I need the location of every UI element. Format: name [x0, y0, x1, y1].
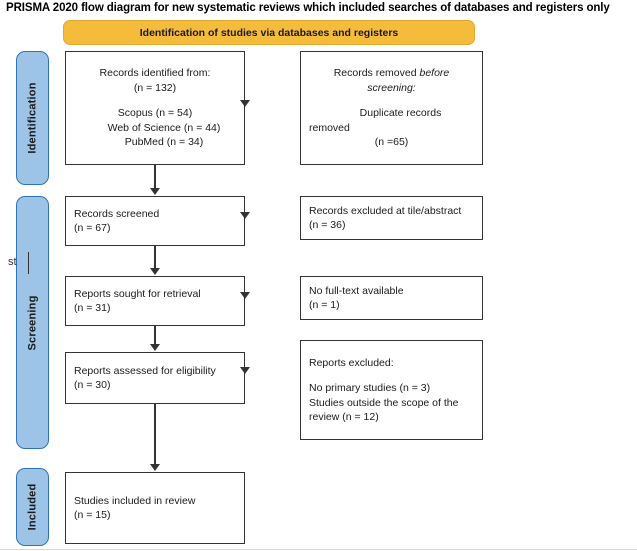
reports-excluded-heading: Reports excluded:	[309, 356, 394, 369]
records-identified-heading: Records identified from:	[99, 67, 211, 80]
box-records-removed: Records removed before screening: Duplic…	[300, 51, 483, 165]
no-full-text-count: (n = 1)	[309, 299, 340, 311]
records-excluded-label: Records excluded at tile/abstract	[309, 204, 462, 217]
box-studies-included: Studies included in review (n = 15)	[65, 472, 245, 544]
box-reports-excluded: Reports excluded: No primary studies (n …	[300, 340, 483, 440]
box-records-excluded: Records excluded at tile/abstract (n = 3…	[300, 196, 483, 240]
box-no-full-text: No full-text available (n = 1)	[300, 276, 483, 320]
records-removed-detail-cont: removed	[309, 121, 350, 134]
reports-assessed-count: (n = 30)	[74, 379, 111, 391]
records-identified-source-1: Web of Science (n = 44)	[107, 121, 221, 134]
banner-label: Identification of studies via databases …	[139, 26, 399, 39]
reports-sought-count: (n = 31)	[74, 302, 111, 314]
studies-included-label: Studies included in review	[74, 494, 196, 507]
arrowhead-assessed	[150, 344, 160, 351]
arrowhead-no-full-text	[240, 292, 250, 299]
arrowhead-reports-excluded	[240, 367, 250, 374]
reports-excluded-reason-2: review (n = 12)	[309, 411, 379, 423]
text-caret	[28, 252, 30, 274]
records-identified-count: (n = 132)	[133, 81, 177, 94]
arrowhead-removed	[240, 100, 250, 107]
records-screened-label: Records screened	[74, 207, 160, 220]
stray-text-artifact: st	[8, 256, 17, 268]
reports-sought-label: Reports sought for retrieval	[74, 287, 201, 300]
arrowhead-records-excluded	[240, 212, 250, 219]
identification-banner: Identification of studies via databases …	[63, 20, 475, 45]
connector-screened-to-sought	[154, 246, 156, 269]
bottom-divider	[0, 549, 637, 550]
stage-label-screening: Screening	[16, 196, 49, 449]
records-removed-heading: Records removed before screening:	[309, 66, 474, 95]
connector-assessed-to-included	[154, 404, 156, 465]
no-full-text-label: No full-text available	[309, 284, 404, 297]
stage-label-identification-text: Identification	[26, 82, 39, 154]
stage-label-screening-text: Screening	[26, 295, 39, 350]
stage-label-identification: Identification	[16, 51, 49, 185]
records-removed-count: (n =65)	[374, 136, 409, 149]
box-reports-assessed: Reports assessed for eligibility (n = 30…	[65, 352, 245, 404]
connector-identified-to-screened	[154, 165, 156, 189]
stage-label-included-text: Included	[26, 483, 39, 531]
arrowhead-sought	[150, 268, 160, 275]
box-reports-sought: Reports sought for retrieval (n = 31)	[65, 276, 245, 326]
box-records-screened: Records screened (n = 67)	[65, 196, 245, 246]
reports-assessed-label: Reports assessed for eligibility	[74, 364, 216, 377]
arrowhead-screened	[150, 188, 160, 195]
records-excluded-count: (n = 36)	[309, 219, 346, 231]
reports-excluded-reason-1: Studies outside the scope of the	[309, 396, 459, 409]
spacer	[309, 370, 474, 381]
records-screened-count: (n = 67)	[74, 222, 111, 234]
records-removed-heading-italic: before screening:	[367, 67, 453, 94]
records-removed-heading-prefix: Records removed	[333, 67, 420, 80]
arrowhead-included	[150, 464, 160, 471]
records-removed-detail: Duplicate records	[359, 107, 442, 120]
reports-excluded-reason-0: No primary studies (n = 3)	[309, 382, 431, 394]
box-records-identified: Records identified from: (n = 132) Scopu…	[65, 51, 245, 165]
records-identified-source-2: PubMed (n = 34)	[124, 136, 204, 149]
connector-sought-to-assessed	[154, 326, 156, 345]
page-title: PRISMA 2020 flow diagram for new systema…	[6, 2, 610, 14]
records-identified-source-0: Scopus (n = 54)	[117, 107, 193, 120]
stage-label-included: Included	[16, 468, 49, 546]
studies-included-count: (n = 15)	[74, 509, 111, 521]
